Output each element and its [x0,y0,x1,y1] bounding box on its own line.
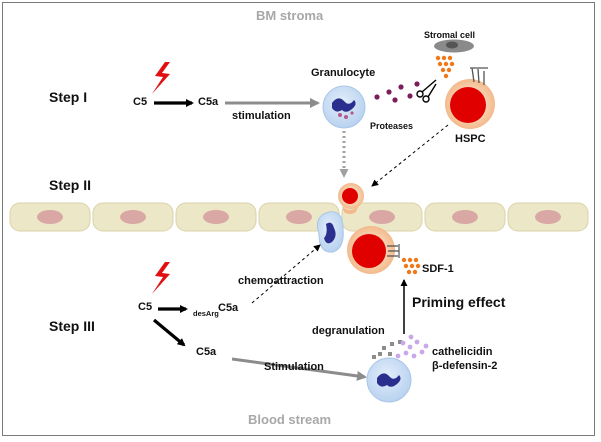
stromal-cell [434,39,474,53]
step-1-label: Step I [49,89,88,105]
hspc-cell-bottom [347,226,400,274]
endothelial-layer [9,202,589,232]
priming-effect-label: Priming effect [412,294,506,310]
endothelial-nucleus [203,210,229,224]
hspc-cell-step2 [338,183,364,214]
proteases-label: Proteases [370,121,414,131]
c5-label-bottom: C5 [138,301,153,313]
endothelial-nucleus [286,210,312,224]
region-label-bm-stroma: BM stroma [256,8,324,23]
scissors-icon [416,79,437,103]
lightning-bolt-icon-bottom [152,262,170,294]
stimulation-label-top: stimulation [232,110,291,122]
c5-label-top: C5 [133,96,148,108]
c5a-label-top: C5a [198,96,219,108]
endothelial-nucleus [452,210,478,224]
endothelial-nucleus [37,210,63,224]
hspc-label: HSPC [455,133,486,145]
granulocyte-cell-step3 [316,211,344,253]
lightning-bolt-icon-top [152,62,170,94]
granulocyte-cell-top [322,85,366,129]
desarg-c5a-label: C5a [218,302,239,314]
endothelial-nucleus [535,210,561,224]
arrow-chemoattraction [251,244,321,304]
cathelicidin-label: cathelicidin [432,346,493,358]
desarg-prefix-label: desArg [193,309,219,318]
sdf1-dots-top [435,55,455,79]
stromal-cell-label: Stromal cell [424,30,476,40]
endothelial-nucleus [369,210,395,224]
hspc-cell-top [445,67,495,129]
step-2-label: Step II [49,177,92,193]
diagram-border [2,2,595,436]
protease-dots [374,81,420,103]
defensin-label: β-defensin-2 [432,360,498,372]
stimulation-label-bottom: Stimulation [264,361,324,373]
endothelial-nucleus [120,210,146,224]
arrow-hspc-migration [371,124,449,187]
sdf1-label: SDF-1 [422,263,454,275]
degranulation-label: degranulation [312,325,385,337]
arrow-stimulation-bottom [231,357,367,381]
step-3-label: Step III [49,318,95,334]
granulocyte-cell-bottom [366,357,412,403]
chemoattraction-label: chemoattraction [238,275,324,287]
granulocyte-label: Granulocyte [311,67,376,79]
degranulation-dots [372,334,429,359]
sdf1-dots-bottom [401,257,421,275]
arrow-c5-to-c5a-bottom [152,318,186,347]
region-label-blood-stream: Blood stream [248,412,332,427]
c5a-label-bottom: C5a [196,346,217,358]
